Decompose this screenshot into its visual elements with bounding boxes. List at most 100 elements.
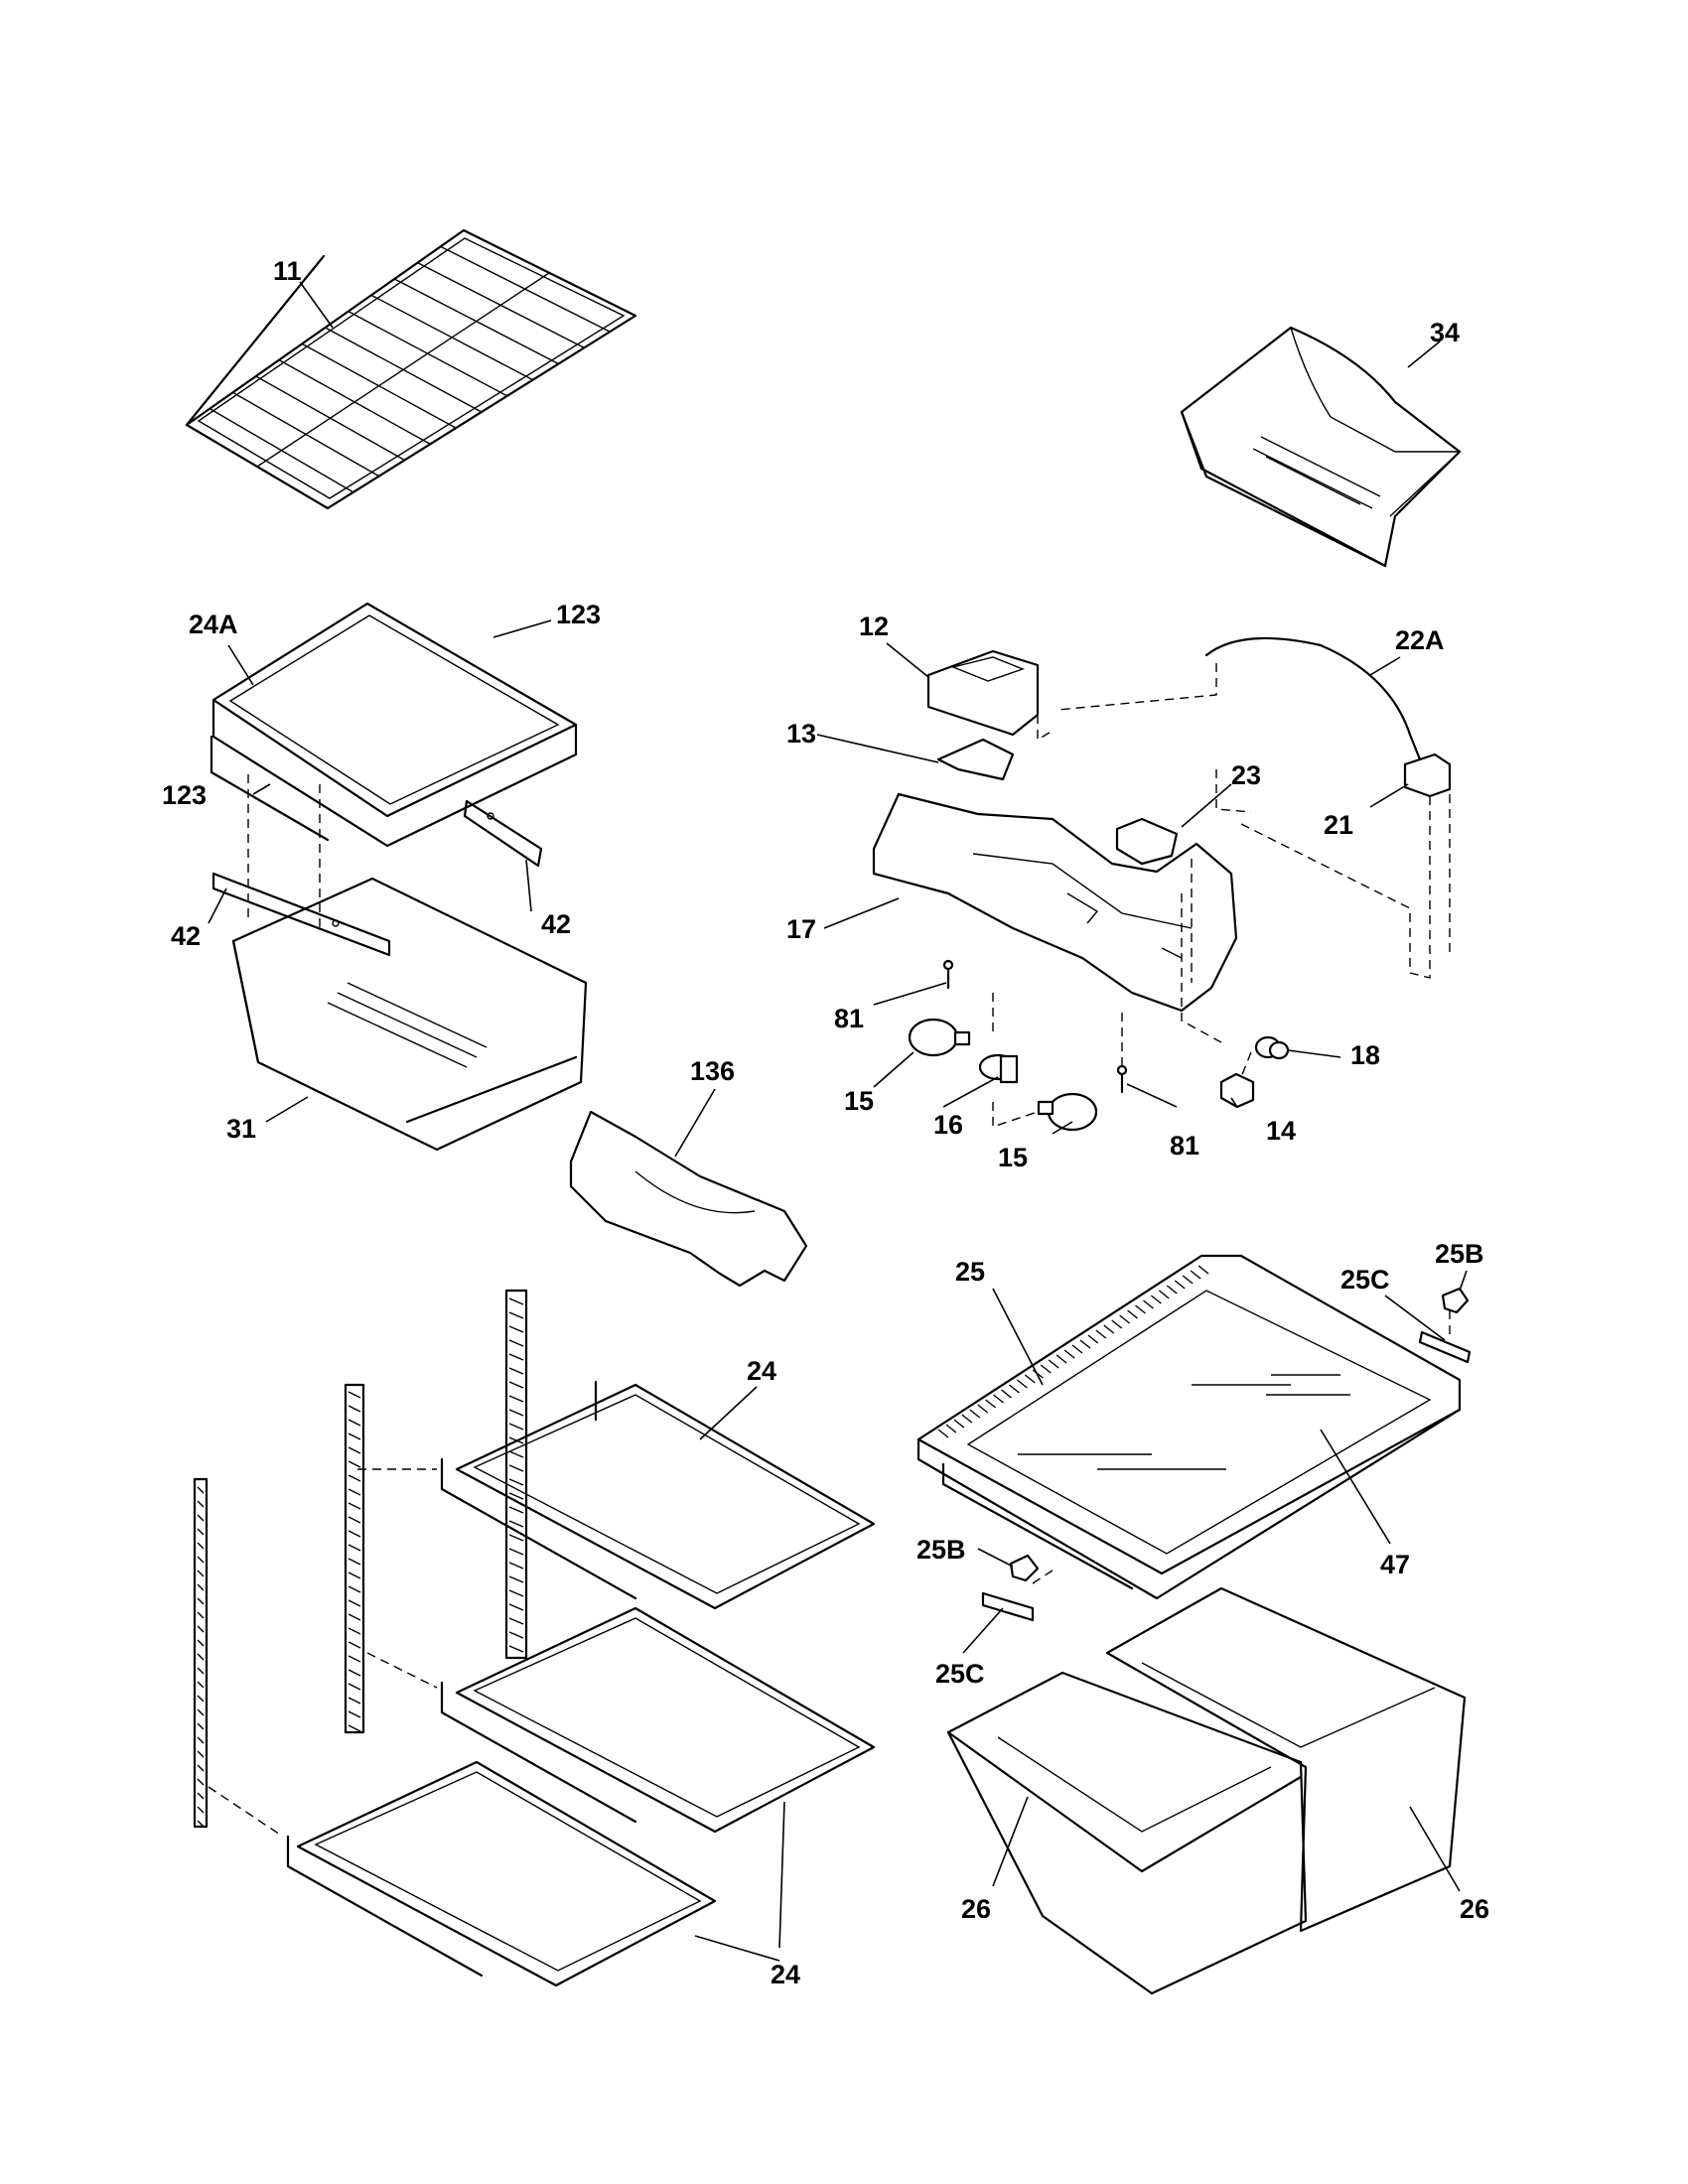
rail-slot (197, 1639, 205, 1647)
label-22a: 22A (1395, 625, 1445, 655)
rail-slot (197, 1806, 205, 1814)
vent-slot (1111, 1319, 1123, 1329)
rail-slot (348, 1585, 361, 1593)
rail-slot (348, 1419, 361, 1427)
rail-slot (508, 1423, 524, 1431)
glass-shelf-part-24-top (440, 1380, 876, 1610)
rail-slot (197, 1820, 205, 1828)
label-47: 47 (1380, 1550, 1410, 1579)
label-25b-bottom: 25B (916, 1535, 966, 1565)
rail-slot (508, 1478, 524, 1486)
rail-slot (508, 1381, 524, 1389)
vent-slot (1158, 1290, 1170, 1299)
rail-slot (348, 1433, 361, 1440)
glass-shelf-part-24a (210, 602, 578, 848)
rail-slot (197, 1556, 205, 1564)
control-part-23 (1115, 817, 1179, 866)
rail-slot (348, 1516, 361, 1524)
rail-slot (508, 1562, 524, 1570)
rail-slot (348, 1558, 361, 1566)
label-26-left: 26 (961, 1894, 991, 1924)
rail-slot (197, 1708, 205, 1716)
vent-slot (945, 1424, 957, 1433)
rail-slot (348, 1544, 361, 1552)
bulb-part-15-left (908, 1018, 971, 1057)
rail-slot (348, 1613, 361, 1621)
label-21: 21 (1324, 810, 1353, 840)
rail-slot (508, 1450, 524, 1458)
socket-part-16 (978, 1053, 1019, 1084)
holder-part-136 (569, 1110, 808, 1288)
screw-part-81-right (1116, 1064, 1128, 1094)
rail-slot (197, 1722, 205, 1730)
vent-slot (1197, 1265, 1209, 1275)
lens-part-13 (936, 738, 1015, 781)
label-24-bottom: 24 (771, 1960, 800, 1989)
rail-slot (348, 1530, 361, 1538)
vent-slot (1016, 1379, 1028, 1389)
rail-slot (348, 1405, 361, 1413)
rail-slot (508, 1339, 524, 1347)
rail-slot (348, 1599, 361, 1607)
vent-slot (1001, 1389, 1012, 1399)
vent-slot (937, 1429, 949, 1438)
crisper-pan-part-26-left (946, 1671, 1308, 1995)
glass-panel-part-47 (966, 1290, 1432, 1555)
crisper-pan-part-26-right (1105, 1586, 1467, 1933)
rail-slot (348, 1488, 361, 1496)
label-25c-bottom: 25C (935, 1659, 985, 1689)
rail-slot (348, 1391, 361, 1399)
rail-slot (348, 1669, 361, 1677)
rail-slot (197, 1778, 205, 1786)
wire-harness-part-22a (1204, 636, 1422, 761)
label-11: 11 (273, 256, 302, 286)
rail-slot (508, 1409, 524, 1417)
label-18: 18 (1350, 1040, 1380, 1070)
vent-slot (1071, 1344, 1083, 1354)
rail-slot (348, 1641, 361, 1649)
vent-slot (1103, 1324, 1115, 1334)
rail-slot (197, 1695, 205, 1703)
vent-slot (1079, 1339, 1091, 1349)
rail-slot (348, 1724, 361, 1732)
rail-slot (508, 1603, 524, 1611)
label-15-left: 15 (844, 1086, 874, 1116)
label-42-right: 42 (541, 909, 571, 939)
rail-slot (197, 1653, 205, 1661)
rail-slot (508, 1464, 524, 1472)
vent-slot (1063, 1349, 1075, 1359)
label-25b-top: 25B (1435, 1239, 1484, 1269)
label-136: 136 (690, 1056, 735, 1086)
glass-shelf-part-24-bottom (286, 1760, 717, 1987)
vent-slot (1119, 1314, 1131, 1324)
rail-slot (197, 1750, 205, 1758)
rail-slot (197, 1583, 205, 1591)
rail-slot (508, 1395, 524, 1403)
rail-slot (197, 1611, 205, 1619)
rail-slot (197, 1514, 205, 1522)
vent-slot (1143, 1299, 1154, 1309)
rail-slot (197, 1528, 205, 1536)
vent-slot (1055, 1354, 1067, 1364)
vent-slot (961, 1414, 973, 1424)
rail-slot (348, 1710, 361, 1718)
vent-slot (1182, 1275, 1194, 1285)
bracket-part-25c-bottom (981, 1591, 1035, 1622)
clip-part-25b-top (1441, 1287, 1470, 1314)
label-42-left: 42 (171, 921, 201, 951)
rail-slot (508, 1325, 524, 1333)
switch-part-14 (1219, 1072, 1255, 1109)
label-16: 16 (933, 1110, 963, 1140)
label-31: 31 (226, 1114, 256, 1144)
wire-shelf-part-11 (185, 228, 637, 510)
label-12: 12 (859, 612, 889, 641)
label-15-right: 15 (998, 1143, 1028, 1172)
vent-slot (1095, 1329, 1107, 1339)
rail-slot (197, 1570, 205, 1577)
vent-slot (1127, 1309, 1139, 1319)
rail-slot (197, 1500, 205, 1508)
rail-slot (197, 1764, 205, 1772)
rail-slot (508, 1645, 524, 1653)
clip-part-25b-bottom (1009, 1554, 1040, 1582)
label-81-right: 81 (1170, 1131, 1199, 1160)
